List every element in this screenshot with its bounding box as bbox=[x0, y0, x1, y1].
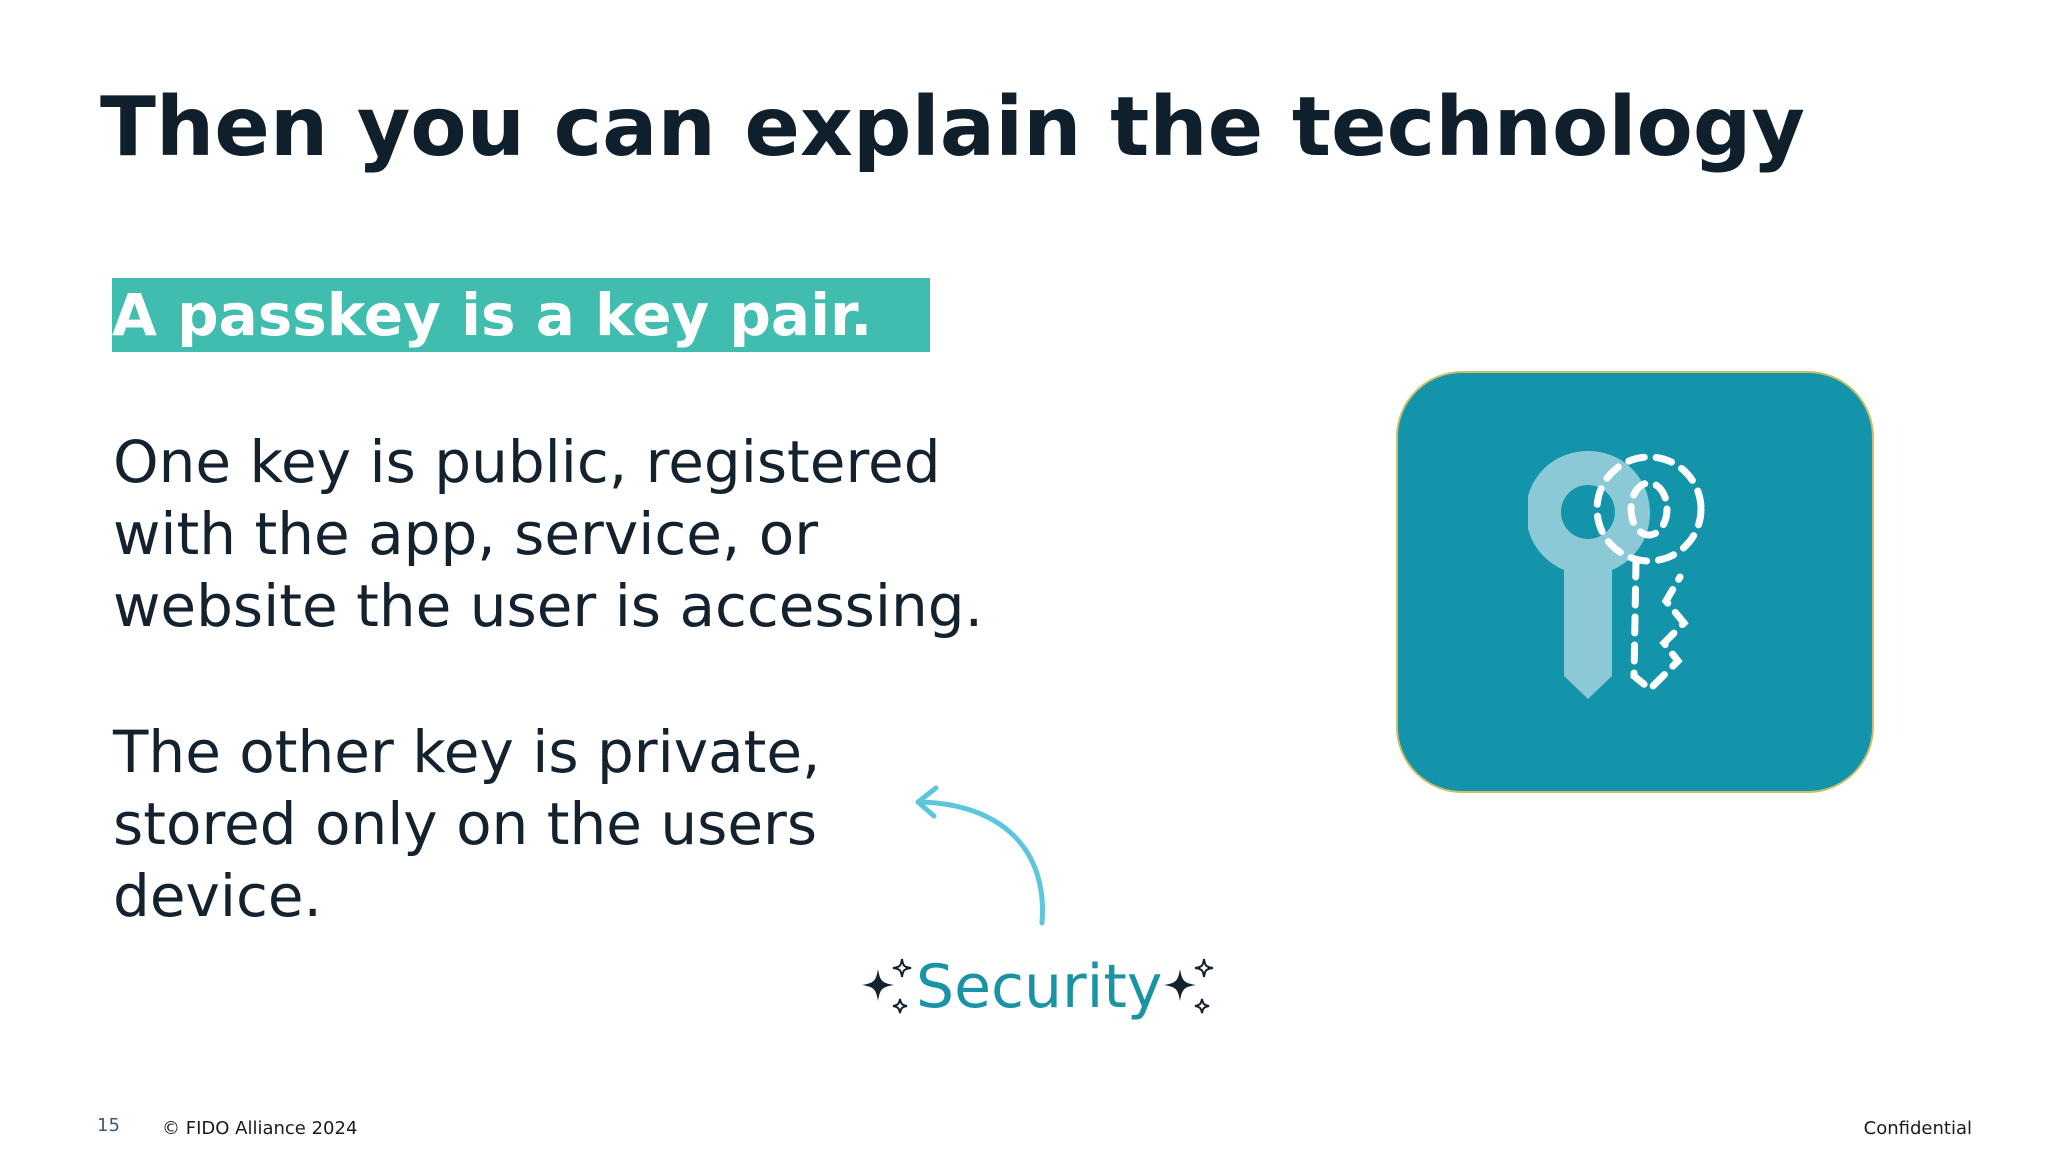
highlight-heading: A passkey is a key pair. bbox=[112, 278, 930, 352]
paragraph-line: with the app, service, or bbox=[113, 500, 819, 568]
key-pair-icon bbox=[1528, 451, 1705, 699]
key-pair-illustration bbox=[1396, 371, 1874, 793]
curved-arrow-icon bbox=[915, 785, 1046, 926]
copyright-text: © FIDO Alliance 2024 bbox=[162, 1118, 358, 1139]
slide-title: Then you can explain the technology bbox=[100, 80, 1805, 175]
paragraph-line: One key is public, registered bbox=[113, 428, 941, 496]
paragraph-line: website the user is accessing. bbox=[113, 572, 984, 640]
sparkles-icon bbox=[1164, 955, 1216, 1019]
confidential-label: Confidential bbox=[1863, 1118, 1972, 1139]
private-key-paragraph: The other key is private, stored only on… bbox=[113, 716, 821, 932]
public-key-paragraph: One key is public, registered with the a… bbox=[113, 426, 983, 642]
security-callout: Security bbox=[862, 950, 1216, 1024]
sparkles-icon bbox=[862, 955, 914, 1019]
paragraph-line: device. bbox=[113, 862, 322, 930]
paragraph-line: The other key is private, bbox=[113, 718, 821, 786]
paragraph-line: stored only on the users bbox=[113, 790, 818, 858]
page-number: 15 bbox=[97, 1115, 120, 1136]
security-label: Security bbox=[916, 952, 1163, 1022]
